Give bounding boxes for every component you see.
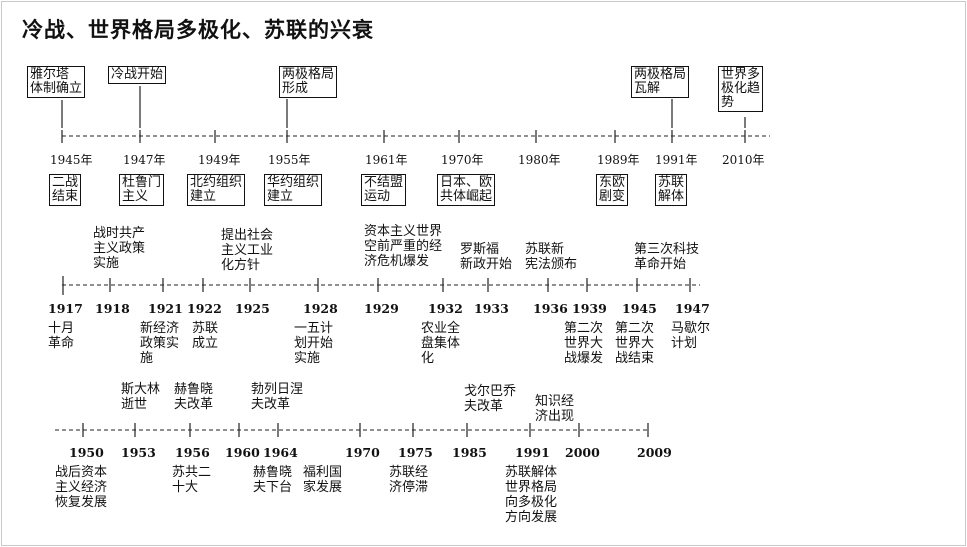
year-label: 2009 (637, 445, 672, 460)
event-label: 苏共二 十大 (172, 465, 212, 495)
year-label: 1949年 (198, 153, 241, 167)
event-label: 战后资本 主义经济 恢复发展 (55, 465, 108, 510)
event-box-bipolar-collapse: 两极格局 瓦解 (631, 66, 690, 98)
year-label: 1991 (515, 445, 550, 460)
year-label: 1961年 (365, 153, 408, 167)
year-label: 1932 (428, 301, 463, 316)
event-label: 罗斯福 新政开始 (460, 242, 513, 272)
event-label: 农业全 盘集体 化 (421, 321, 461, 366)
event-box-cold-war-start: 冷战开始 (108, 66, 167, 84)
event-box-non-aligned: 不结盟 运动 (361, 174, 407, 206)
event-box-yalta: 雅尔塔 体制确立 (27, 66, 86, 98)
year-label: 1921 (148, 301, 183, 316)
year-label: 1933 (474, 301, 509, 316)
year-label: 1922 (187, 301, 222, 316)
event-box-ussr-collapse: 苏联 解体 (655, 174, 688, 206)
year-label: 1939 (572, 301, 607, 316)
event-box-nato: 北约组织 建立 (187, 174, 246, 206)
event-box-japan-eu: 日本、欧 共体崛起 (437, 174, 496, 206)
event-label: 戈尔巴乔 夫改革 (464, 384, 517, 414)
event-label: 苏联新 宪法颁布 (525, 242, 578, 272)
year-label: 1953 (121, 445, 156, 460)
event-label: 战时共产 主义政策 实施 (93, 226, 146, 271)
event-label: 资本主义世界 空前严重的经 济危机爆发 (364, 224, 443, 269)
year-label: 1970年 (441, 153, 484, 167)
event-label: 提出社会 主义工业 化方针 (221, 228, 274, 273)
event-box-eastern-europe: 东欧 剧变 (596, 174, 629, 206)
event-label: 苏联解体 世界格局 向多极化 方向发展 (505, 465, 558, 525)
year-label: 1989年 (597, 153, 640, 167)
page-title: 冷战、世界格局多极化、苏联的兴衰 (22, 18, 374, 42)
year-label: 1955年 (268, 153, 311, 167)
event-label: 十月 革命 (48, 321, 75, 351)
event-label: 苏联经 济停滞 (389, 465, 429, 495)
event-box-wwii-end: 二战 结束 (49, 174, 82, 206)
event-box-warsaw: 华约组织 建立 (264, 174, 323, 206)
year-label: 1991年 (655, 153, 698, 167)
year-label: 1960 (225, 445, 260, 460)
year-label: 1929 (364, 301, 399, 316)
event-label: 赫鲁晓 夫改革 (174, 382, 214, 412)
event-label: 斯大林 逝世 (121, 382, 161, 412)
year-label: 1956 (175, 445, 210, 460)
event-label: 勃列日涅 夫改革 (251, 382, 304, 412)
event-label: 苏联 成立 (192, 321, 219, 351)
year-label: 1945 (622, 301, 657, 316)
year-label: 1918 (95, 301, 130, 316)
year-label: 1928 (303, 301, 338, 316)
year-label: 1970 (345, 445, 380, 460)
year-label: 1950 (69, 445, 104, 460)
year-label: 1936 (533, 301, 568, 316)
year-label: 1980年 (518, 153, 561, 167)
year-label: 1964 (263, 445, 298, 460)
event-label: 第二次 世界大 战结束 (615, 321, 655, 366)
event-label: 马歇尔 计划 (671, 321, 711, 351)
year-label: 1985 (452, 445, 487, 460)
event-box-bipolar-formed: 两极格局 形成 (279, 66, 338, 98)
event-label: 赫鲁晓 夫下台 (253, 465, 293, 495)
event-label: 第二次 世界大 战爆发 (564, 321, 604, 366)
year-label: 2000 (565, 445, 600, 460)
year-label: 1947 (675, 301, 710, 316)
event-label: 第三次科技 革命开始 (634, 242, 700, 272)
event-label: 知识经 济出现 (535, 394, 575, 424)
event-label: 新经济 政策实 施 (140, 321, 180, 366)
year-label: 1947年 (123, 153, 166, 167)
event-label: 福利国 家发展 (303, 465, 343, 495)
year-label: 1925 (235, 301, 270, 316)
year-label: 1975 (398, 445, 433, 460)
event-box-multipolar: 世界多 极化趋 势 (718, 66, 764, 112)
year-label: 2010年 (722, 153, 765, 167)
event-label: 一五计 划开始 实施 (294, 321, 334, 366)
event-box-truman: 杜鲁门 主义 (119, 174, 165, 206)
year-label: 1945年 (50, 153, 93, 167)
year-label: 1917 (48, 301, 83, 316)
